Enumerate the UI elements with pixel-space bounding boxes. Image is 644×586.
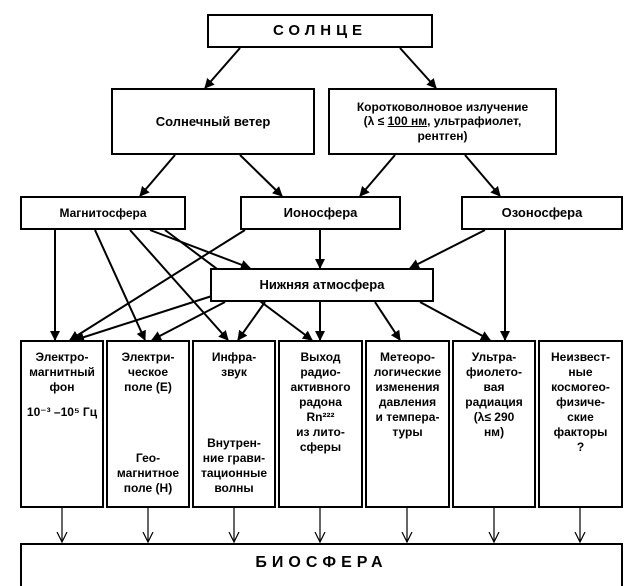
sun-box: СОЛНЦЕ bbox=[207, 14, 433, 48]
arrow-wind-to-magneto bbox=[139, 154, 176, 197]
column-infrasound: Инфра- звук Внутрен- ние грави- тационны… bbox=[192, 340, 276, 508]
shortwave-line2: (λ ≤ 100 нм, ультрафиолет, bbox=[363, 114, 522, 129]
arrow-short-to-ozono bbox=[464, 154, 501, 197]
solar-wind-label: Солнечный ветер bbox=[155, 113, 271, 129]
biosphere-box: БИОСФЕРА bbox=[20, 543, 623, 586]
arrow-wind-to-iono bbox=[239, 154, 283, 197]
column-6-top: Ультра- фиолето- вая радиация (λ≤ 290 нм… bbox=[465, 350, 523, 439]
ionosphere-box: Ионосфера bbox=[240, 196, 401, 230]
sun-label: СОЛНЦЕ bbox=[272, 22, 368, 39]
shortwave-box: Коротковолновое излучение (λ ≤ 100 нм, у… bbox=[328, 88, 557, 155]
shortwave-lambda-value: 100 нм bbox=[387, 114, 428, 129]
column-2-bottom: Гео- магнитное поле (Н) bbox=[116, 451, 180, 495]
arrow-magneto-to-col2 bbox=[94, 229, 146, 341]
ozonosphere-label: Озоносфера bbox=[501, 205, 583, 221]
shortwave-line1: Коротковолновое излучение bbox=[356, 99, 529, 114]
solar-wind-box: Солнечный ветер bbox=[111, 88, 315, 155]
arrow-short-to-iono bbox=[359, 154, 396, 197]
column-ultraviolet: Ультра- фиолето- вая радиация (λ≤ 290 нм… bbox=[452, 340, 536, 508]
ozonosphere-box: Озоносфера bbox=[461, 196, 623, 230]
arrow-sun-to-shortwave bbox=[399, 47, 437, 89]
arrow-iono-to-col1 bbox=[69, 229, 246, 341]
column-radon: Выход радио- активного радона Rn²²² из л… bbox=[278, 340, 363, 508]
arrow-lower-to-col2 bbox=[151, 301, 226, 341]
column-5-top: Метеоро- логические изменения давления и… bbox=[373, 350, 442, 439]
arrow-lower-to-col6 bbox=[419, 301, 491, 341]
column-7-top: Неизвест- ные космогео- физиче- ские фак… bbox=[551, 350, 610, 454]
column-1-frequency: 10⁻³ –10⁵ Гц bbox=[26, 405, 98, 419]
ionosphere-label: Ионосфера bbox=[283, 205, 358, 221]
column-electric-field: Электри- ческое поле (Е) Гео- магнитное … bbox=[106, 340, 190, 508]
magnetosphere-box: Магнитосфера bbox=[20, 196, 186, 230]
lower-atmosphere-label: Нижняя атмосфера bbox=[259, 277, 385, 293]
column-electromagnetic-background: Электро- магнитный фон 10⁻³ –10⁵ Гц bbox=[20, 340, 104, 508]
column-3-bottom: Внутрен- ние грави- тационные волны bbox=[200, 436, 268, 495]
column-3-top: Инфра- звук bbox=[211, 350, 257, 379]
magnetosphere-label: Магнитосфера bbox=[59, 205, 147, 220]
column-1-top: Электро- магнитный фон bbox=[29, 350, 95, 394]
arrow-lower-to-col1 bbox=[74, 294, 216, 343]
biosphere-label: БИОСФЕРА bbox=[255, 554, 388, 571]
arrow-magneto-to-col3 bbox=[129, 229, 229, 341]
column-unknown-factors: Неизвест- ные космогео- физиче- ские фак… bbox=[538, 340, 623, 508]
column-meteorological: Метеоро- логические изменения давления и… bbox=[365, 340, 450, 508]
arrow-magneto-to-lower bbox=[149, 229, 251, 270]
arrow-lower-to-col5 bbox=[374, 301, 401, 341]
lower-atmosphere-box: Нижняя атмосфера bbox=[210, 268, 434, 302]
column-4-top: Выход радио- активного радона Rn²²² из л… bbox=[290, 350, 351, 454]
arrow-lower-to-col3 bbox=[237, 301, 266, 341]
shortwave-line3: рентген) bbox=[417, 128, 468, 143]
column-2-top: Электри- ческое поле (Е) bbox=[121, 350, 175, 394]
arrow-sun-to-wind bbox=[204, 47, 241, 89]
arrow-ozono-to-lower bbox=[409, 229, 486, 269]
